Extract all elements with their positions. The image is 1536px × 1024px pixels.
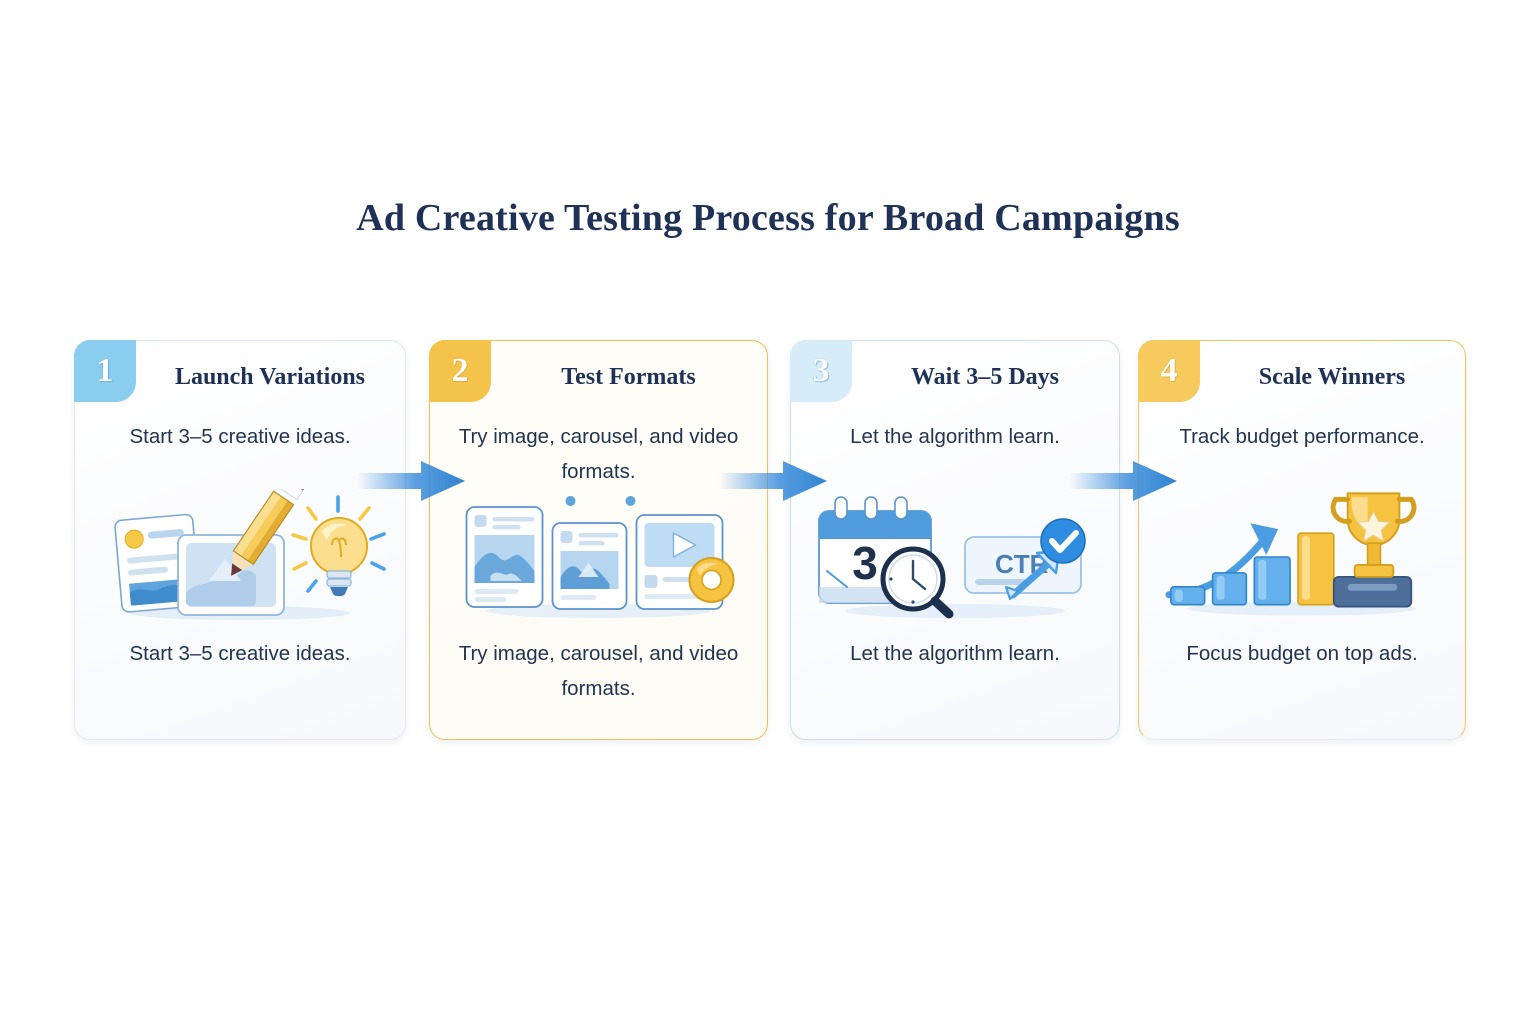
arrow-step2-to-step3-icon: [719, 458, 829, 504]
step-footer-4: Focus budget on top ads.: [1186, 642, 1418, 665]
step-card-1[interactable]: 1 Launch Variations Start 3–5 creative i…: [74, 340, 406, 740]
step-number-badge-4: 4: [1138, 340, 1200, 402]
step-title-1: Launch Variations: [174, 363, 366, 390]
step-lead-4: Track budget performance.: [1179, 425, 1425, 448]
step-number-badge-3: 3: [790, 340, 852, 402]
growth-trophy-illustration: [1153, 489, 1451, 624]
page-title: Ad Creative Testing Process for Broad Ca…: [356, 197, 1180, 239]
step-card-3[interactable]: 3 Wait 3–5 Days Let the algorithm learn.…: [790, 340, 1120, 740]
creative-ideas-illustration: [89, 489, 391, 624]
arrow-step1-to-step2-icon: [357, 458, 467, 504]
step-footer-2: Try image, carousel, and video formats.: [458, 642, 739, 700]
step-lead-3: Let the algorithm learn.: [850, 425, 1060, 448]
step-number-badge-1: 1: [74, 340, 136, 402]
step-lead-1: Start 3–5 creative ideas.: [129, 425, 351, 448]
step-title-4: Scale Winners: [1258, 363, 1406, 390]
ad-formats-illustration: [444, 489, 753, 624]
step-title-3: Wait 3–5 Days: [910, 363, 1059, 390]
calendar-metrics-illustration: 3 CTR: [805, 489, 1105, 624]
step-footer-1: Start 3–5 creative ideas.: [129, 642, 351, 665]
step-card-4[interactable]: 4 Scale Winners Track budget performance…: [1138, 340, 1466, 740]
arrow-step3-to-step4-icon: [1069, 458, 1179, 504]
step-card-2[interactable]: 2 Test Formats Try image, carousel, and …: [429, 340, 768, 740]
steps-row: 1 Launch Variations Start 3–5 creative i…: [74, 340, 1466, 740]
step-title-2: Test Formats: [561, 363, 696, 390]
step-number-badge-2: 2: [429, 340, 491, 402]
step-footer-3: Let the algorithm learn.: [850, 642, 1060, 665]
calendar-day-number: 3: [852, 537, 878, 589]
step-lead-2: Try image, carousel, and video formats.: [458, 425, 739, 483]
